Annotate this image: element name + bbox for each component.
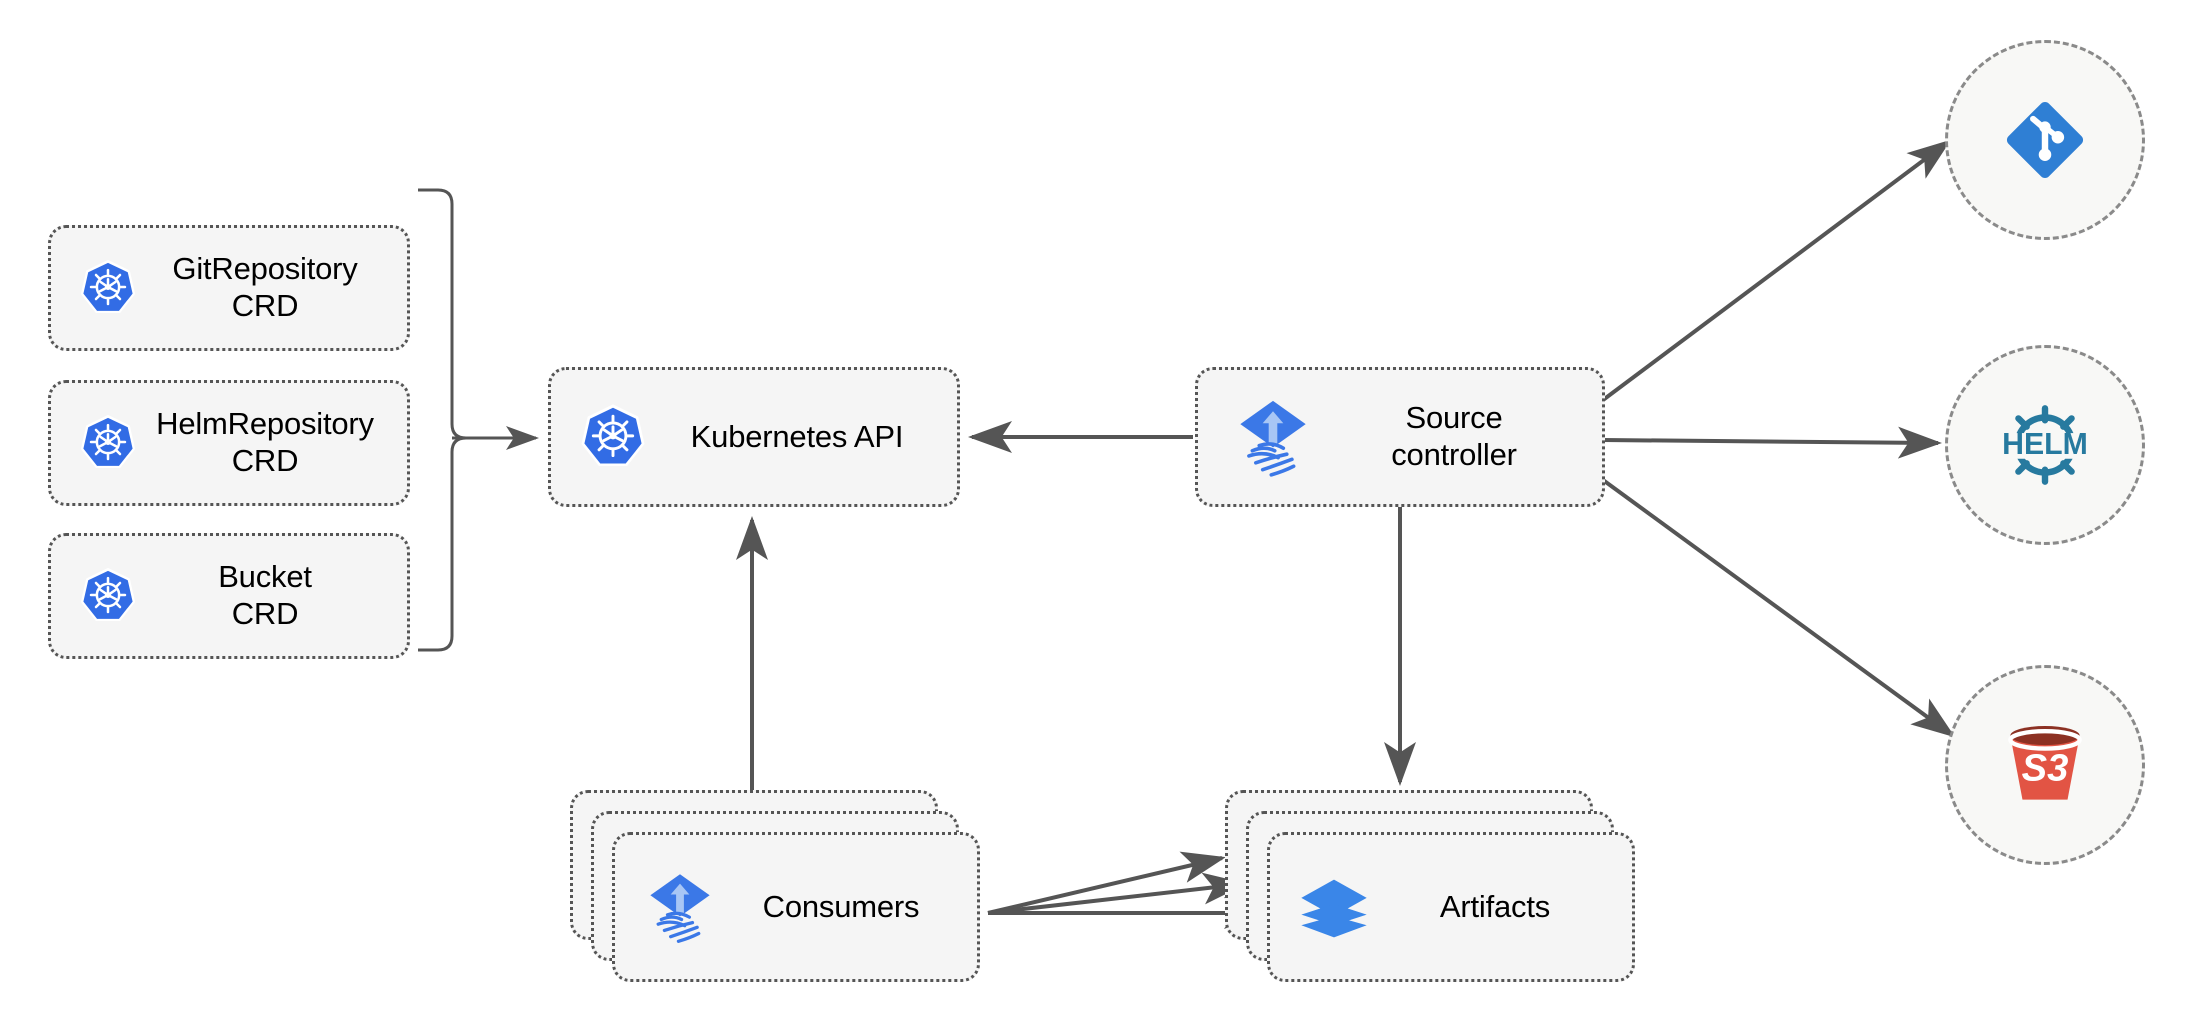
consumers-card-front[interactable]: Consumers (612, 832, 980, 982)
node-bucket-crd[interactable]: Bucket CRD (48, 533, 410, 659)
node-label: GitRepository CRD (172, 251, 358, 323)
git-icon (1999, 94, 2091, 186)
external-source-s3[interactable]: S3 (1945, 665, 2145, 865)
node-label: Source controller (1391, 400, 1517, 472)
helm-icon: HELM (1990, 390, 2100, 500)
node-label: Consumers (762, 888, 920, 924)
node-kubernetes-api[interactable]: Kubernetes API (548, 367, 960, 507)
node-label: Bucket CRD (218, 559, 312, 631)
node-label: Artifacts (1439, 888, 1551, 924)
kubernetes-icon (77, 257, 139, 319)
s3-wordmark: S3 (2022, 747, 2069, 790)
arrow-source-controller-to-helm (1602, 426, 1942, 459)
node-label: Kubernetes API (690, 418, 904, 454)
arrow-source-controller-to-s3 (1601, 478, 1956, 738)
external-source-helm[interactable]: HELM (1945, 345, 2145, 545)
kubernetes-icon (77, 565, 139, 627)
helm-wordmark: HELM (2002, 428, 2088, 461)
crd-group-bracket (418, 188, 539, 652)
s3-icon: S3 (1993, 713, 2097, 817)
kubernetes-icon (77, 412, 139, 474)
flux-icon (641, 868, 719, 946)
node-helmrepository-crd[interactable]: HelmRepository CRD (48, 380, 410, 506)
node-consumers[interactable]: Consumers (570, 790, 980, 982)
artifacts-card-front[interactable]: Artifacts (1267, 832, 1635, 982)
layers-icon (1296, 869, 1372, 945)
flux-icon (1230, 394, 1316, 480)
node-artifacts[interactable]: Artifacts (1225, 790, 1635, 982)
kubernetes-icon (577, 401, 649, 473)
arrow-source-controller-to-git (1601, 139, 1952, 402)
arrow-consumers-to-artifacts-fan (987, 851, 1268, 929)
node-label: HelmRepository CRD (156, 406, 374, 478)
node-source-controller[interactable]: Source controller (1195, 367, 1605, 507)
node-gitrepository-crd[interactable]: GitRepository CRD (48, 225, 410, 351)
external-source-git[interactable] (1945, 40, 2145, 240)
